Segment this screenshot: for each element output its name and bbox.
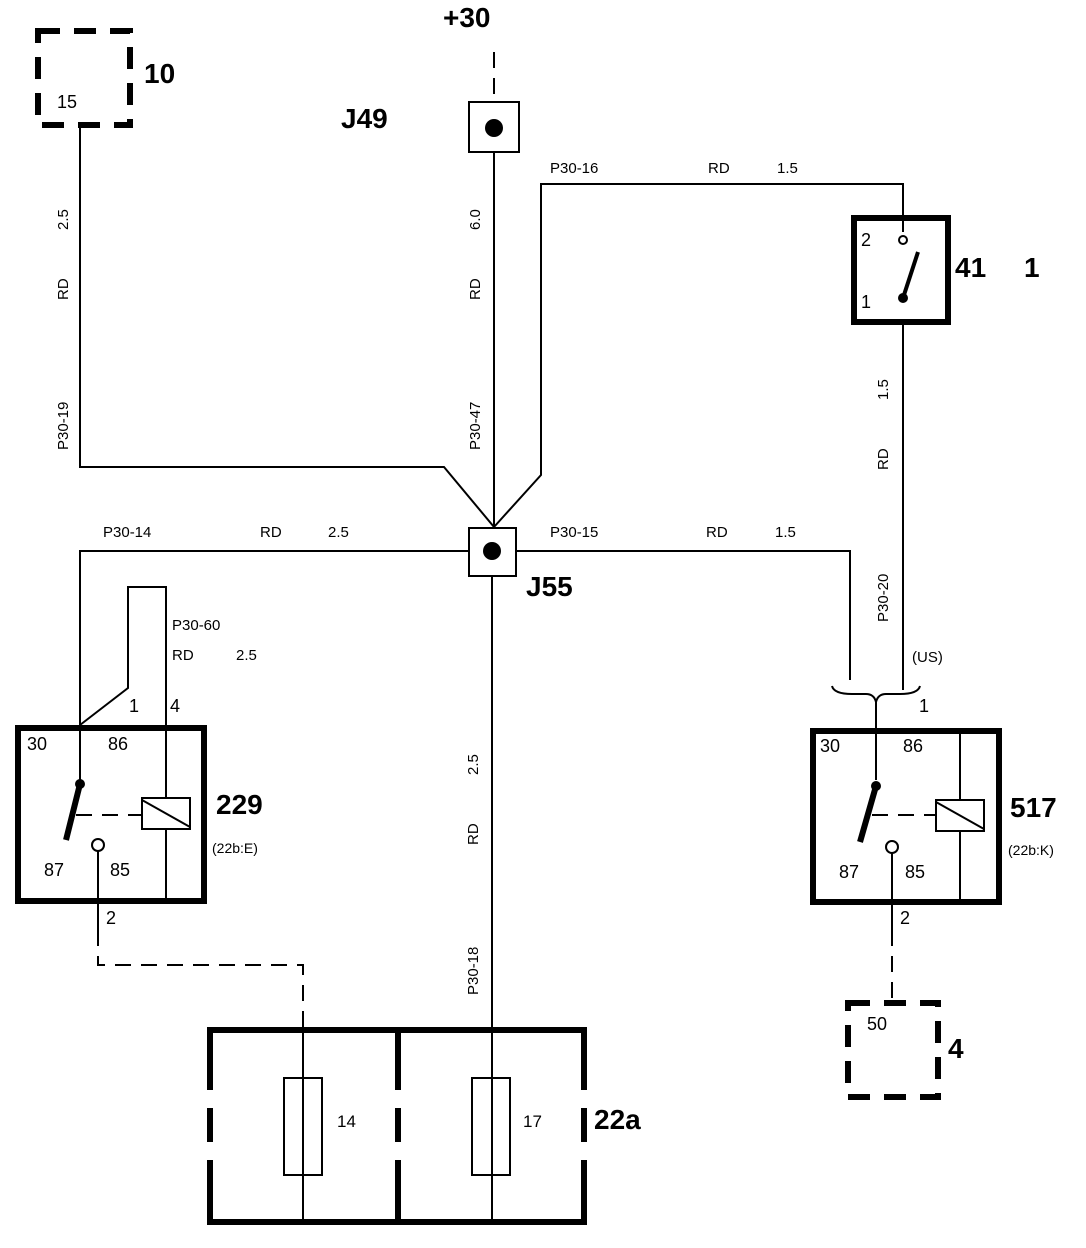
j55-label: J55 — [526, 571, 573, 602]
component-517-variant: (US) — [912, 649, 943, 666]
component-4-pin: 50 — [867, 1014, 887, 1034]
relay-229-box — [15, 725, 207, 904]
component-41-label: 41 — [955, 252, 986, 283]
wire-p30-14-code: P30-14 — [103, 524, 151, 541]
wire-p30-16 — [493, 183, 904, 528]
relay-229-to-fuse-14-wire — [97, 930, 304, 1028]
wire-p30-19 — [79, 125, 495, 528]
fuse-14-label: 14 — [337, 1112, 356, 1131]
component-41-extra: 1 — [1024, 252, 1040, 283]
relay-517-ref: (22b:K) — [1008, 842, 1054, 858]
variant-brace — [831, 685, 921, 703]
component-41-contact-top — [898, 235, 908, 245]
j49-label: J49 — [341, 103, 388, 134]
relay-229-switch-blade — [63, 783, 83, 841]
wire-p30-16-color: RD — [708, 160, 730, 177]
component-4-box — [845, 1000, 941, 1100]
relay-229-coil-diagonal — [141, 799, 191, 828]
component-41-switch-blade — [901, 251, 920, 299]
relay-517-pin-30: 30 — [820, 736, 840, 756]
relay-517-switch-blade — [857, 785, 879, 843]
component-10-label: 10 — [144, 58, 175, 89]
wire-p30-60 — [79, 586, 167, 726]
wire-p30-16-code: P30-16 — [550, 160, 598, 177]
wire-p30-60-code: P30-60 — [172, 617, 220, 634]
wire-p30-18-code: P30-18 — [465, 947, 482, 995]
relay-229-label: 229 — [216, 789, 263, 820]
wire-p30-47-color: RD — [467, 278, 484, 300]
wire-p30-47-size: 6.0 — [467, 209, 484, 230]
relay-229-pin-85: 85 — [110, 860, 130, 880]
wire-p30-16-size: 1.5 — [777, 160, 798, 177]
relay-229-ref: (22b:E) — [212, 840, 258, 856]
relay-229-wire-pin-2: 2 — [106, 908, 116, 928]
relay-229-contact-87 — [91, 838, 105, 852]
relay-229-wire-pin-1: 1 — [129, 696, 139, 716]
wire-p30-15-code: P30-15 — [550, 524, 598, 541]
wire-p30-15 — [516, 550, 851, 680]
wire-p30-47-code: P30-47 — [467, 402, 484, 450]
wire-p30-20-color: RD — [875, 448, 892, 470]
wire-p30-19-code: P30-19 — [55, 402, 72, 450]
wire-p30-18-size: 2.5 — [465, 754, 482, 775]
component-4-label: 4 — [948, 1033, 964, 1064]
relay-517-pin-86: 86 — [903, 736, 923, 756]
wire-p30-20-code: P30-20 — [875, 574, 892, 622]
relay-229-wire-pin-4: 4 — [170, 696, 180, 716]
component-41-pin-2: 2 — [861, 230, 871, 250]
relay-229-pin-86: 86 — [108, 734, 128, 754]
relay-517-contact-87 — [885, 840, 899, 854]
relay-517-coil-diagonal — [935, 801, 985, 830]
relay-517-label: 517 — [1010, 792, 1057, 823]
wire-p30-14-color: RD — [260, 524, 282, 541]
wire-p30-15-color: RD — [706, 524, 728, 541]
component-41-box — [851, 215, 951, 325]
wire-p30-60-size: 2.5 — [236, 647, 257, 664]
wire-p30-15-size: 1.5 — [775, 524, 796, 541]
relay-517-box — [810, 728, 1002, 905]
fuse-17-label: 17 — [523, 1112, 542, 1131]
fusebox-22a — [207, 1027, 587, 1225]
component-10-box — [35, 28, 133, 128]
j55-node — [483, 542, 501, 560]
supply-label: +30 — [443, 2, 491, 33]
wire-p30-19-size: 2.5 — [55, 209, 72, 230]
relay-229-pin-30: 30 — [27, 734, 47, 754]
wire-p30-19-color: RD — [55, 278, 72, 300]
component-41-pin-1: 1 — [861, 292, 871, 312]
component-10-pin: 15 — [57, 92, 77, 112]
wire-p30-18-color: RD — [465, 823, 482, 845]
relay-517-pin-87: 87 — [839, 862, 859, 882]
relay-229-pin-87: 87 — [44, 860, 64, 880]
wire-p30-20-size: 1.5 — [875, 379, 892, 400]
wire-p30-14-size: 2.5 — [328, 524, 349, 541]
wire-p30-60-color: RD — [172, 647, 194, 664]
wire-p30-14 — [79, 550, 469, 725]
fusebox-22a-label: 22a — [594, 1104, 641, 1135]
relay-517-wire-pin-top: 1 — [919, 696, 929, 716]
relay-517-wire-pin-2: 2 — [900, 908, 910, 928]
relay-517-pin-85: 85 — [905, 862, 925, 882]
j49-node — [485, 119, 503, 137]
